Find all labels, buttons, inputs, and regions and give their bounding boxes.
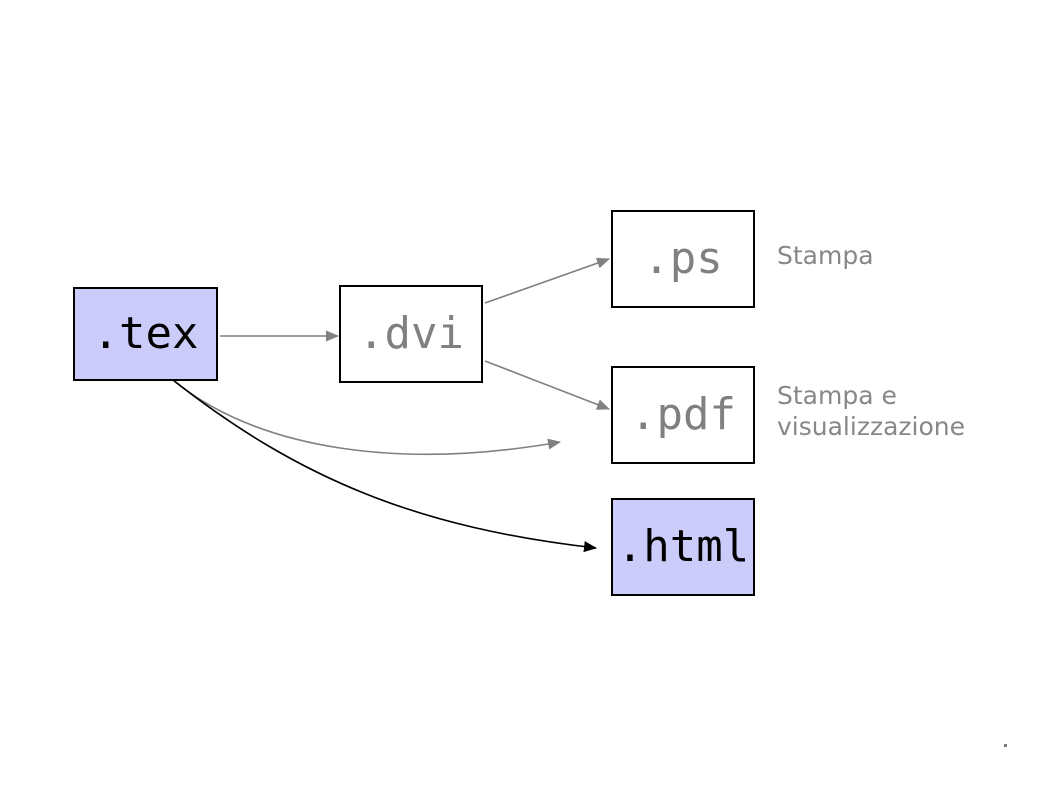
label-pdf-note: Stampa e visualizzazione xyxy=(777,381,965,441)
node-ps-label: .ps xyxy=(643,233,723,284)
node-tex-label: .tex xyxy=(92,308,199,359)
edge-tex-to-html xyxy=(172,379,597,553)
node-html[interactable]: .html xyxy=(611,498,755,596)
node-pdf-label: .pdf xyxy=(630,389,736,440)
node-dvi-label: .dvi xyxy=(358,308,464,359)
corner-speck xyxy=(1004,744,1007,747)
edge-dvi-to-pdf xyxy=(484,360,610,410)
node-html-label: .html xyxy=(616,521,750,572)
edge-dvi-to-ps xyxy=(484,257,610,304)
node-ps[interactable]: .ps xyxy=(611,210,755,308)
node-dvi[interactable]: .dvi xyxy=(339,285,483,383)
edge-tex-to-pdf xyxy=(173,380,561,456)
node-tex[interactable]: .tex xyxy=(73,287,218,381)
node-pdf[interactable]: .pdf xyxy=(611,366,755,464)
label-ps-note: Stampa xyxy=(777,241,874,270)
